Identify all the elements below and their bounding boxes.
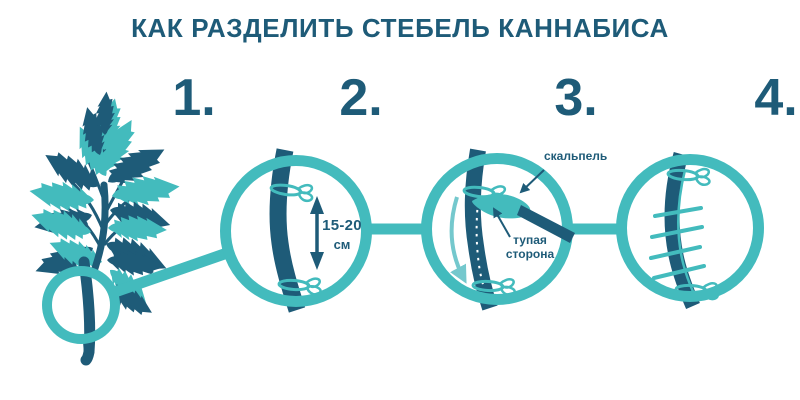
magnifier-connectors [110,223,620,299]
step-number-1: 1. [172,69,216,127]
scalpel-label-arrow [519,169,545,194]
downward-motion-arrow [449,196,467,284]
length-annotation: 15-20 см [320,217,364,252]
blunt-side-line2: сторона [505,247,555,261]
page-title: КАК РАЗДЕЛИТЬ СТЕБЕЛЬ КАННАБИСА [131,13,669,43]
connector-plant-to-step2 [110,246,232,299]
step4-circle [616,151,764,309]
blunt-side-line1: тупая [513,233,547,247]
step2-circle [220,148,372,313]
step-number-3: 3. [554,69,598,127]
step3-circle [421,148,575,311]
toothpicks [649,206,706,280]
stem-segment-step4 [664,151,700,309]
scalpel-handle [517,205,575,243]
scalpel-icon [472,193,575,243]
blunt-side-label-arrow [493,207,511,238]
stem-segment-step1 [78,256,96,366]
length-value: 15-20 [322,217,362,234]
measure-arrow [310,196,324,270]
length-unit: см [333,236,351,252]
scalpel-blade [472,193,531,219]
step-number-2: 2. [339,69,383,127]
blunt-side-annotation: тупая сторона [496,233,564,261]
scalpel-annotation: скальпель [544,149,608,163]
step-number-4: 4. [754,69,798,127]
cut-guide-dashed-line [475,201,485,289]
step1-magnifier-circle [42,256,120,366]
